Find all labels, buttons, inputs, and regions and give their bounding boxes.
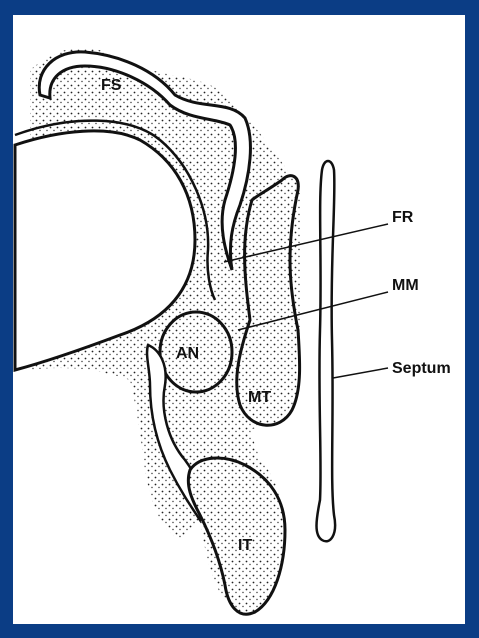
label-mt: MT (248, 389, 271, 406)
label-fs: FS (101, 77, 122, 94)
label-it: IT (238, 537, 252, 554)
nasal-septum (317, 161, 336, 541)
label-an: AN (176, 345, 199, 362)
label-mm: MM (392, 277, 419, 294)
diagram-panel: FS FR MM AN Septum MT IT (13, 15, 465, 624)
label-septum: Septum (392, 360, 451, 377)
label-fr: FR (392, 209, 414, 226)
septum-leader-line (333, 368, 388, 378)
sinus-anatomy-diagram: FS FR MM AN Septum MT IT (13, 15, 465, 624)
